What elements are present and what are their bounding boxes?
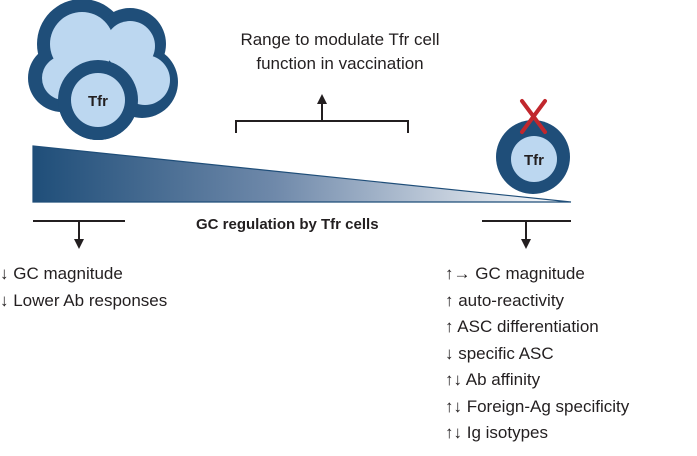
down-arrow-icon <box>74 239 84 249</box>
tfr-cell-cluster <box>28 0 178 140</box>
list-item: ↓ Lower Ab responses <box>0 290 168 310</box>
right-outcomes-list: ↑→ GC magnitude ↑ auto-reactivity ↑ ASC … <box>445 261 629 447</box>
cluster-cell-label: Tfr <box>88 93 108 110</box>
left-outcomes-list: ↓ GC magnitude ↓ Lower Ab responses <box>0 261 167 314</box>
list-item: ↑↓ Ab affinity <box>445 370 541 389</box>
axis-label: GC regulation by Tfr cells <box>196 216 379 233</box>
list-item: ↑↓ Foreign-Ag specificity <box>445 396 630 416</box>
list-item: ↑→ GC magnitude <box>445 264 585 283</box>
left-bracket <box>33 220 125 239</box>
range-note: Range to modulate Tfr cell function in v… <box>190 28 490 76</box>
range-note-line-1: Range to modulate Tfr cell <box>240 30 440 49</box>
list-item: ↑ auto-reactivity <box>445 290 565 310</box>
right-bracket <box>482 220 571 239</box>
list-item: ↓ GC magnitude <box>0 264 123 283</box>
regulation-gradient-wedge <box>32 145 572 203</box>
range-note-line-2: function in vaccination <box>256 54 424 73</box>
range-bracket <box>235 103 409 133</box>
list-item: ↑↓ Ig isotypes <box>445 423 548 442</box>
down-arrow-icon <box>521 239 531 249</box>
list-item: ↑ ASC differentiation <box>445 317 599 336</box>
up-arrow-icon <box>317 94 327 104</box>
tfr-single-cell <box>496 120 570 194</box>
single-cell-label: Tfr <box>524 152 544 169</box>
x-mark-icon <box>520 99 547 134</box>
list-item: ↓ specific ASC <box>445 343 554 363</box>
